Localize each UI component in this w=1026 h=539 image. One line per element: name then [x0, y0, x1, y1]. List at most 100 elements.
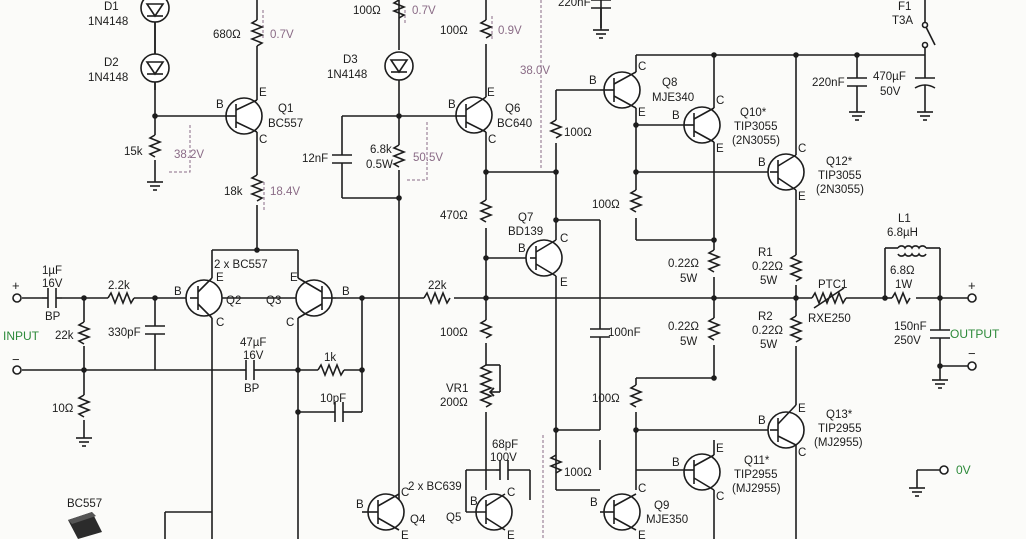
label-v382: 38.2V — [174, 149, 204, 161]
label-q4-c: C — [401, 487, 409, 499]
bc557-package-icon — [68, 512, 102, 539]
label-18k: 18k — [224, 186, 243, 198]
label-d3-part: 1N4148 — [327, 69, 367, 81]
fuse-f1 — [921, 21, 936, 49]
label-q6-part: BC640 — [497, 118, 532, 130]
label-1uf-volt: 16V — [42, 278, 63, 290]
resistor-100-c — [548, 119, 564, 139]
label-v07-a: 0.7V — [270, 29, 294, 41]
label-q4: Q4 — [410, 514, 426, 526]
transistor-q6 — [455, 96, 493, 134]
label-v380: 38.0V — [520, 65, 550, 77]
label-q13-c: C — [798, 447, 806, 459]
transistor-q8 — [600, 71, 641, 109]
resistor-100-g — [548, 454, 564, 474]
label-6k8-watt: 0.5W — [366, 159, 393, 171]
label-q11-b: B — [672, 457, 680, 469]
label-6k8: 6.8k — [370, 144, 392, 156]
label-q5-c: C — [507, 487, 515, 499]
transistors — [68, 71, 805, 539]
label-q11-part: TIP2955 — [734, 469, 777, 481]
label-q13-b: B — [758, 415, 766, 427]
label-q13-e: E — [798, 403, 806, 415]
transistor-q13 — [767, 404, 805, 449]
label-q1-b: B — [216, 99, 224, 111]
label-d1: D1 — [104, 1, 119, 13]
label-v505: 50.5V — [413, 152, 443, 164]
resistor-022-a — [706, 249, 722, 273]
label-output: OUTPUT — [950, 327, 1000, 341]
label-v184: 18.4V — [270, 186, 300, 198]
label-q10-alt: (2N3055) — [732, 135, 780, 147]
wires — [22, 0, 968, 539]
label-q12-alt: (2N3055) — [816, 184, 864, 196]
label-100-g: 100Ω — [564, 467, 592, 479]
label-q9-e: E — [638, 530, 646, 539]
label-q8-c: C — [638, 61, 646, 73]
resistor-2k2 — [107, 290, 135, 306]
terminals — [12, 293, 977, 475]
resistor-r1 — [788, 254, 804, 282]
label-input-minus: − — [12, 352, 20, 367]
label-q9-c: C — [638, 483, 646, 495]
label-q11-alt: (MJ2955) — [732, 483, 781, 495]
label-22k-feedback: 22k — [428, 280, 447, 292]
label-f1-rating: T3A — [892, 15, 913, 27]
label-100-b: 100Ω — [440, 25, 468, 37]
label-l1-value: 6.8µH — [887, 227, 918, 239]
label-q3-b: B — [342, 286, 350, 298]
resistors — [76, 0, 911, 474]
label-150nf-volt: 250V — [894, 335, 921, 347]
resistor-22k-feedback — [423, 290, 451, 306]
resistor-22k-shunt — [76, 321, 92, 345]
label-47uf-volt: 16V — [243, 350, 264, 362]
label-1uf: 1µF — [42, 265, 62, 277]
label-q8-part: MJE340 — [652, 92, 694, 104]
label-47uf: 47µF — [240, 337, 266, 349]
resistor-100-b — [478, 19, 494, 39]
label-q9: Q9 — [654, 500, 669, 512]
label-022-a: 0.22Ω — [668, 258, 699, 270]
label-q12-e: E — [798, 191, 806, 203]
resistor-r2 — [788, 315, 804, 343]
label-output-plus: + — [968, 278, 976, 293]
resistor-680 — [249, 19, 265, 47]
label-q10-c: C — [716, 95, 724, 107]
label-470: 470Ω — [440, 210, 468, 222]
label-0v: 0V — [956, 463, 971, 477]
label-1k: 1k — [324, 352, 336, 364]
transistor-q12 — [767, 153, 805, 191]
label-input-plus: + — [12, 278, 20, 293]
label-22k-shunt: 22k — [55, 330, 74, 342]
transistor-q7 — [525, 239, 563, 277]
label-q12-part: TIP3055 — [818, 170, 861, 182]
label-022-b-watt: 5W — [680, 336, 697, 348]
label-150nf: 150nF — [894, 321, 927, 333]
label-q13-part: TIP2955 — [818, 423, 861, 435]
label-100-c: 100Ω — [564, 127, 592, 139]
resistor-100-d — [628, 189, 644, 213]
label-q4-b: B — [356, 499, 364, 511]
transistor-q11 — [683, 453, 721, 491]
label-vr1-value: 200Ω — [440, 397, 468, 409]
label-l1: L1 — [898, 213, 911, 225]
label-15k: 15k — [124, 146, 143, 158]
resistor-470 — [478, 199, 494, 223]
label-q2-b: B — [174, 286, 182, 298]
label-68pf-volt: 100V — [490, 452, 517, 464]
label-100-d: 100Ω — [592, 199, 620, 211]
label-r2-value: 0.22Ω — [752, 325, 783, 337]
label-680: 680Ω — [213, 29, 241, 41]
label-q6-b: B — [448, 99, 456, 111]
resistor-100-e — [478, 319, 494, 339]
label-220nf-right: 220nF — [812, 77, 845, 89]
label-r2: R2 — [758, 311, 773, 323]
label-output-minus: − — [968, 346, 976, 361]
label-q2-e: E — [216, 272, 224, 284]
label-ptc1: PTC1 — [818, 279, 847, 291]
label-v07-b: 0.7V — [412, 5, 436, 17]
label-6R8-watt: 1W — [895, 279, 912, 291]
label-q12-c: C — [798, 143, 806, 155]
label-d1-part: 1N4148 — [88, 16, 128, 28]
label-r2-watt: 5W — [760, 339, 777, 351]
